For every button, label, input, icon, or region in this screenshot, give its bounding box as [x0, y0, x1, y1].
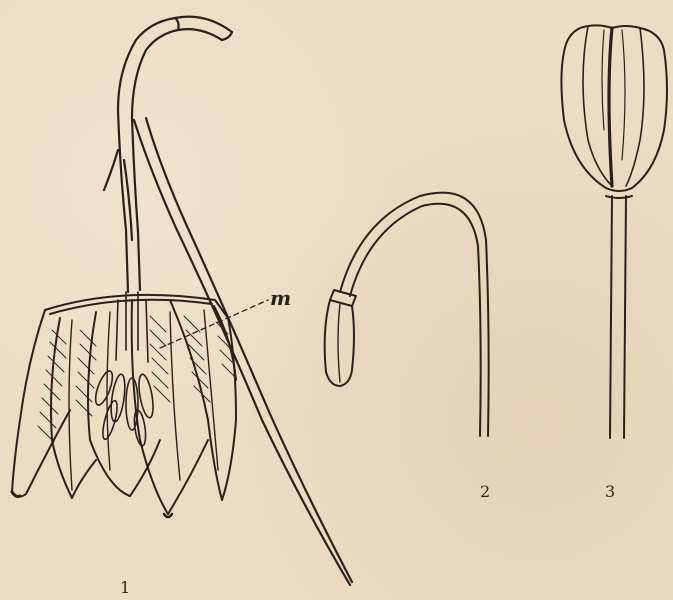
figure-1-drawing: [12, 17, 352, 585]
figure-2-drawing: [325, 193, 489, 436]
flower-bell: [12, 295, 236, 517]
figure-3-drawing: [561, 25, 667, 438]
ovary: [561, 25, 667, 188]
label-figure-3: 3: [605, 482, 615, 501]
stamens: [92, 292, 156, 447]
label-figure-2: 2: [480, 482, 490, 501]
label-m: m: [270, 286, 291, 310]
filament-curve: [340, 193, 489, 436]
label-figure-1: 1: [120, 578, 130, 597]
